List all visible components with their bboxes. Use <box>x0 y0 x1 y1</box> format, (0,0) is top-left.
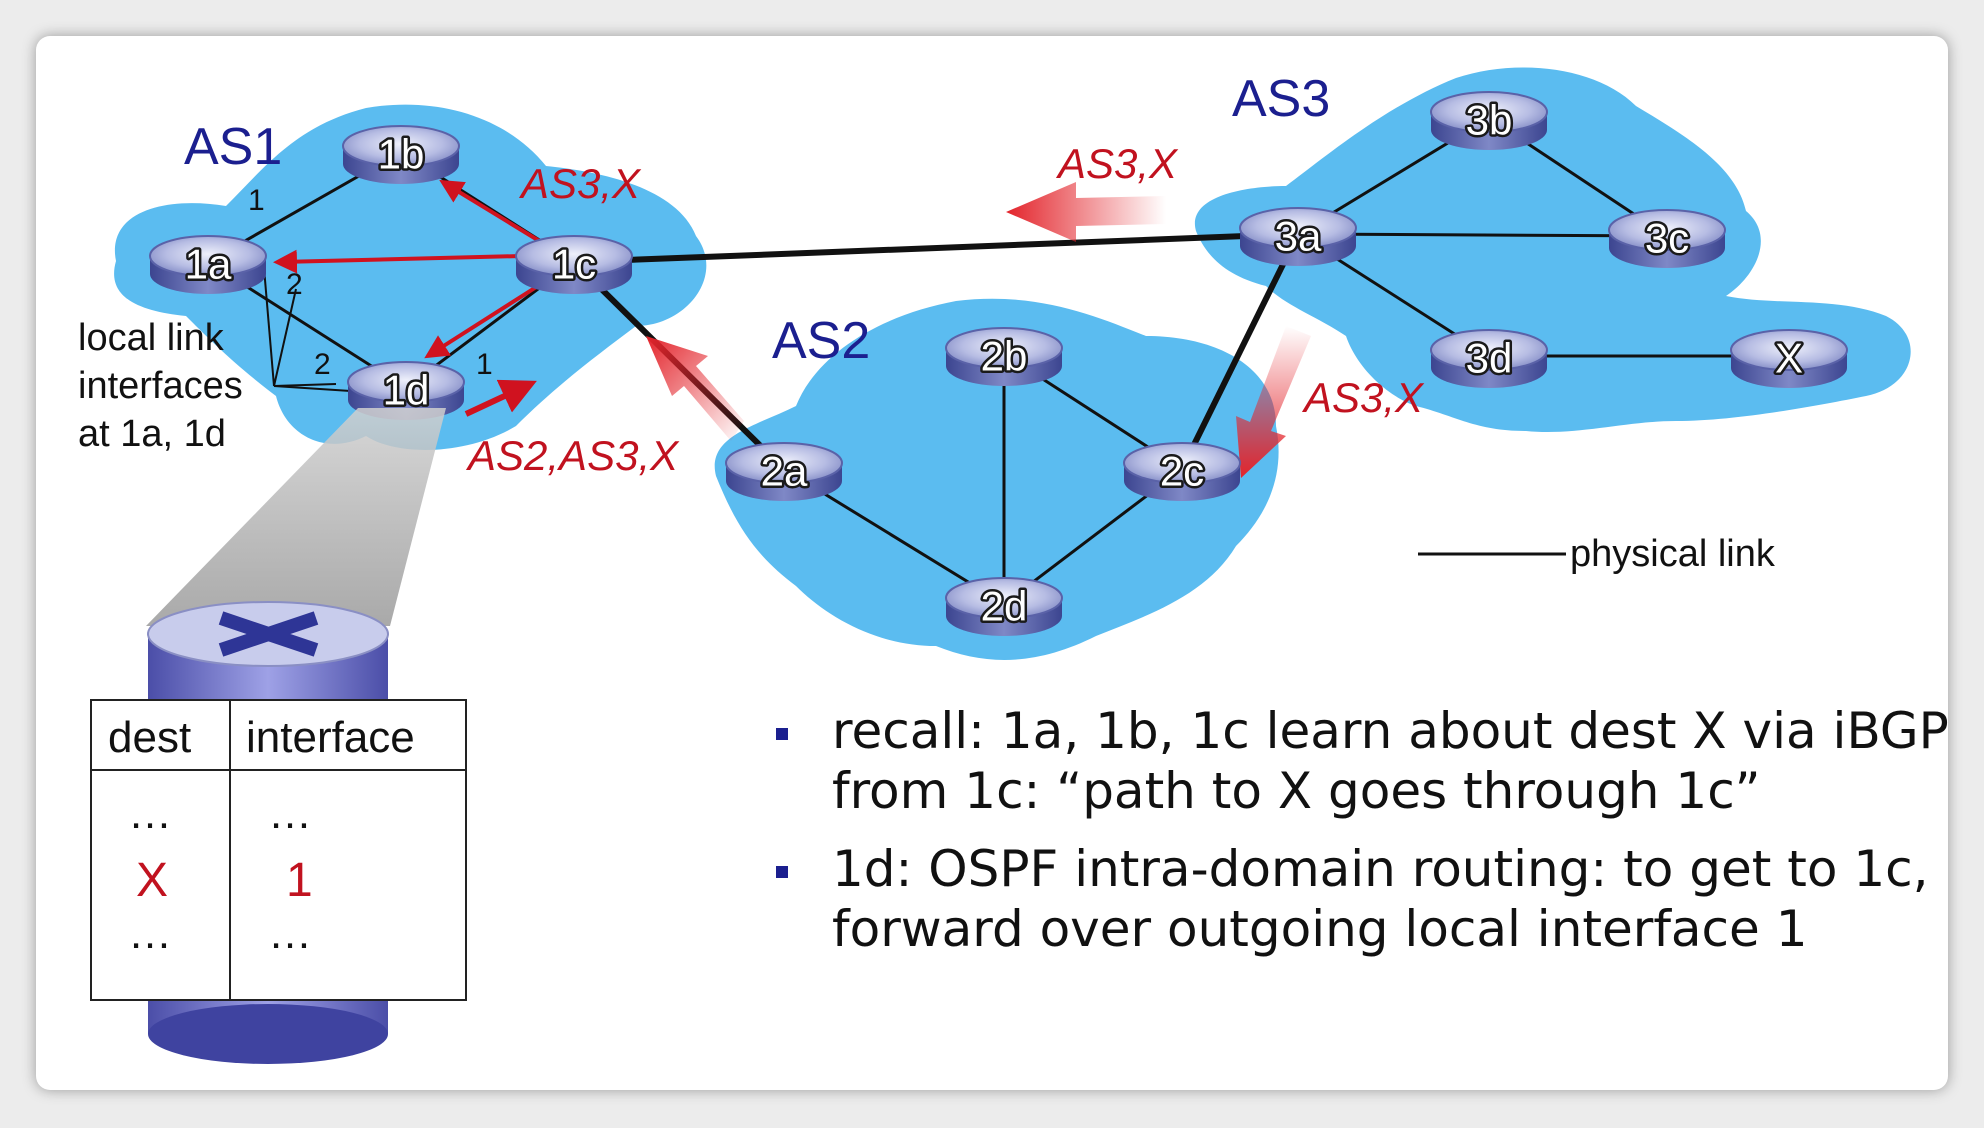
advert-as1: AS3,X <box>518 160 642 207</box>
interfaces-label-2: interfaces <box>78 365 243 407</box>
router-1a: 1a <box>149 235 267 294</box>
router-3a: 3a <box>1239 207 1357 266</box>
zoom-cone <box>146 408 446 626</box>
as1-ibgp-arrows <box>273 179 543 359</box>
table-row-1-dest: … <box>128 789 172 838</box>
router-1b: 1b <box>342 125 460 184</box>
iface-1d-1: 1 <box>476 348 493 381</box>
legend-physical-link: physical link <box>1570 533 1776 575</box>
advert-as2: AS2,AS3,X <box>465 432 680 479</box>
table-header-interface: interface <box>246 713 415 762</box>
router-2b: 2b <box>945 327 1063 386</box>
interfaces-label-3: at 1a, 1d <box>78 413 226 455</box>
ebgp-arrow-3a-to-1c <box>1006 182 1166 242</box>
router-label-2a: 2a <box>761 448 808 495</box>
as3-label: AS3 <box>1232 70 1330 128</box>
table-row-2-dest: X <box>136 854 168 907</box>
table-row-3-interface: … <box>268 909 312 958</box>
router-1c: 1c <box>515 235 633 294</box>
bullet-1-line-2: from 1c: “path to X goes through 1c” <box>832 762 1761 820</box>
arrow-1d-interface-1 <box>464 379 537 417</box>
as1-label: AS1 <box>184 118 282 176</box>
router-label-1c: 1c <box>552 241 596 288</box>
router-label-1a: 1a <box>185 241 232 288</box>
router-3b: 3b <box>1430 91 1548 150</box>
router-2d: 2d <box>945 577 1063 636</box>
advert-right: AS3,X <box>1301 374 1425 421</box>
table-row-2-interface: 1 <box>286 854 313 907</box>
ebgp-arrow-3a-to-2c <box>1236 326 1311 478</box>
router-label-3d: 3d <box>1466 335 1513 382</box>
router-x: X <box>1730 329 1848 388</box>
bullet-marker-1 <box>776 728 788 740</box>
router-label-1b: 1b <box>378 131 425 178</box>
router-3d: 3d <box>1430 329 1548 388</box>
forwarding-table: dest interface … … X 1 … … <box>90 699 467 1001</box>
table-row-1-interface: … <box>268 789 312 838</box>
router-label-2d: 2d <box>981 583 1028 630</box>
router-label-1d: 1d <box>383 367 430 414</box>
as2-label: AS2 <box>772 312 870 370</box>
router-label-x: X <box>1775 335 1803 382</box>
router-label-2c: 2c <box>1160 448 1204 495</box>
interfaces-label-1: local link <box>78 317 225 359</box>
table-row-3-dest: … <box>128 909 172 958</box>
router-label-2b: 2b <box>981 333 1028 380</box>
bullet-2-line-2: forward over outgoing local interface 1 <box>832 900 1808 958</box>
router-label-3c: 3c <box>1645 215 1689 262</box>
iface-1a-2: 2 <box>286 268 303 301</box>
iface-1d-2: 2 <box>314 348 331 381</box>
advert-top: AS3,X <box>1055 140 1179 187</box>
bullet-2-line-1: 1d: OSPF intra-domain routing: to get to… <box>832 840 1929 898</box>
ebgp-arrow-2a-to-1c <box>646 336 744 441</box>
router-2c: 2c <box>1123 442 1241 501</box>
iface-1a-1: 1 <box>248 184 265 217</box>
bullet-marker-2 <box>776 866 788 878</box>
as3-cloud <box>1194 67 1911 433</box>
bullet-1-line-1: recall: 1a, 1b, 1c learn about dest X vi… <box>832 702 1948 760</box>
table-header-dest: dest <box>108 713 191 762</box>
as1-cloud <box>114 104 707 450</box>
router-3c: 3c <box>1608 209 1726 268</box>
router-label-3b: 3b <box>1466 97 1513 144</box>
router-2a: 2a <box>725 442 843 501</box>
router-label-3a: 3a <box>1275 213 1322 260</box>
as2-cloud <box>714 298 1279 660</box>
